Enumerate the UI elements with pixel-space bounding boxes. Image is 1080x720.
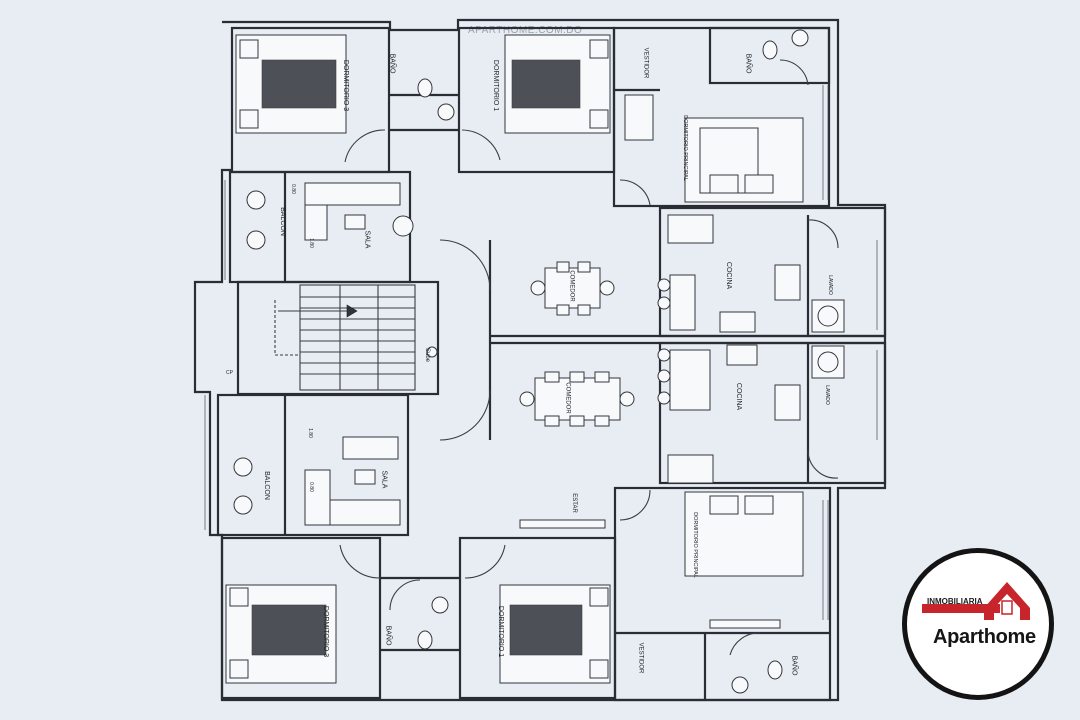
walls bbox=[193, 18, 887, 702]
label-bano-top-right: BAÑO bbox=[744, 53, 752, 74]
label-comedor-top: COMEDOR bbox=[568, 270, 575, 302]
label-dormitorio-1-top: DORMITORIO 1 bbox=[492, 59, 500, 112]
beds bbox=[225, 34, 804, 684]
label-balcon-top: BALCON bbox=[278, 207, 286, 236]
brand-tagline: INMOBILIARIA bbox=[927, 597, 983, 606]
label-estar: ESTAR bbox=[570, 493, 577, 513]
label-dormitorio-principal-bottom: DORMITORIO PRINCIPAL bbox=[692, 512, 698, 578]
label-dim-080-bottom: 0.80 bbox=[307, 482, 314, 492]
label-dim-180-bottom: 1.80 bbox=[306, 428, 313, 438]
label-dormitorio-principal-top: DORMITORIO PRINCIPAL bbox=[682, 115, 688, 181]
label-dormitorio-3-bottom: DORMITORIO 3 bbox=[322, 605, 330, 658]
label-cocina-top: COCINA bbox=[725, 261, 733, 290]
label-vestidor-bottom: VESTIDOR bbox=[637, 642, 644, 674]
label-bano-top-left: BAÑO bbox=[388, 53, 396, 74]
label-cp: CP bbox=[226, 370, 233, 376]
label-dormitorio-1-bottom: DORMITORIO 1 bbox=[497, 605, 505, 658]
aparthome-logo: INMOBILIARIA Aparthome bbox=[902, 548, 1054, 700]
label-lavado-top: LAVADO bbox=[826, 275, 833, 295]
label-sala-bottom: SALA bbox=[380, 470, 388, 489]
label-balcon-bottom: BALCON bbox=[262, 471, 270, 500]
stairs bbox=[274, 285, 438, 390]
label-comedor-bottom: COMEDOR bbox=[564, 382, 571, 414]
label-dormitorio-3-top: DORMITORIO 3 bbox=[342, 59, 350, 112]
label-bano-bottom-right: BAÑO bbox=[790, 655, 798, 676]
label-dim-080-top: 0.80 bbox=[289, 184, 296, 194]
watermark: APARTHOME.COM.DO bbox=[468, 25, 583, 36]
doors bbox=[339, 59, 839, 656]
house-key-icon bbox=[922, 582, 1030, 620]
label-sala-top: SALA bbox=[363, 230, 371, 249]
label-vestidor-top: VESTIDOR bbox=[642, 47, 649, 79]
label-dim-180-top: 1.80 bbox=[307, 238, 314, 248]
brand-name: Aparthome bbox=[933, 626, 1036, 648]
label-lavado-bottom: LAVADO bbox=[823, 385, 830, 405]
label-bano-bottom-left: BAÑO bbox=[384, 625, 392, 646]
furniture bbox=[233, 29, 845, 694]
label-sube: Sube bbox=[424, 347, 431, 363]
label-cocina-bottom: COCINA bbox=[735, 382, 743, 411]
